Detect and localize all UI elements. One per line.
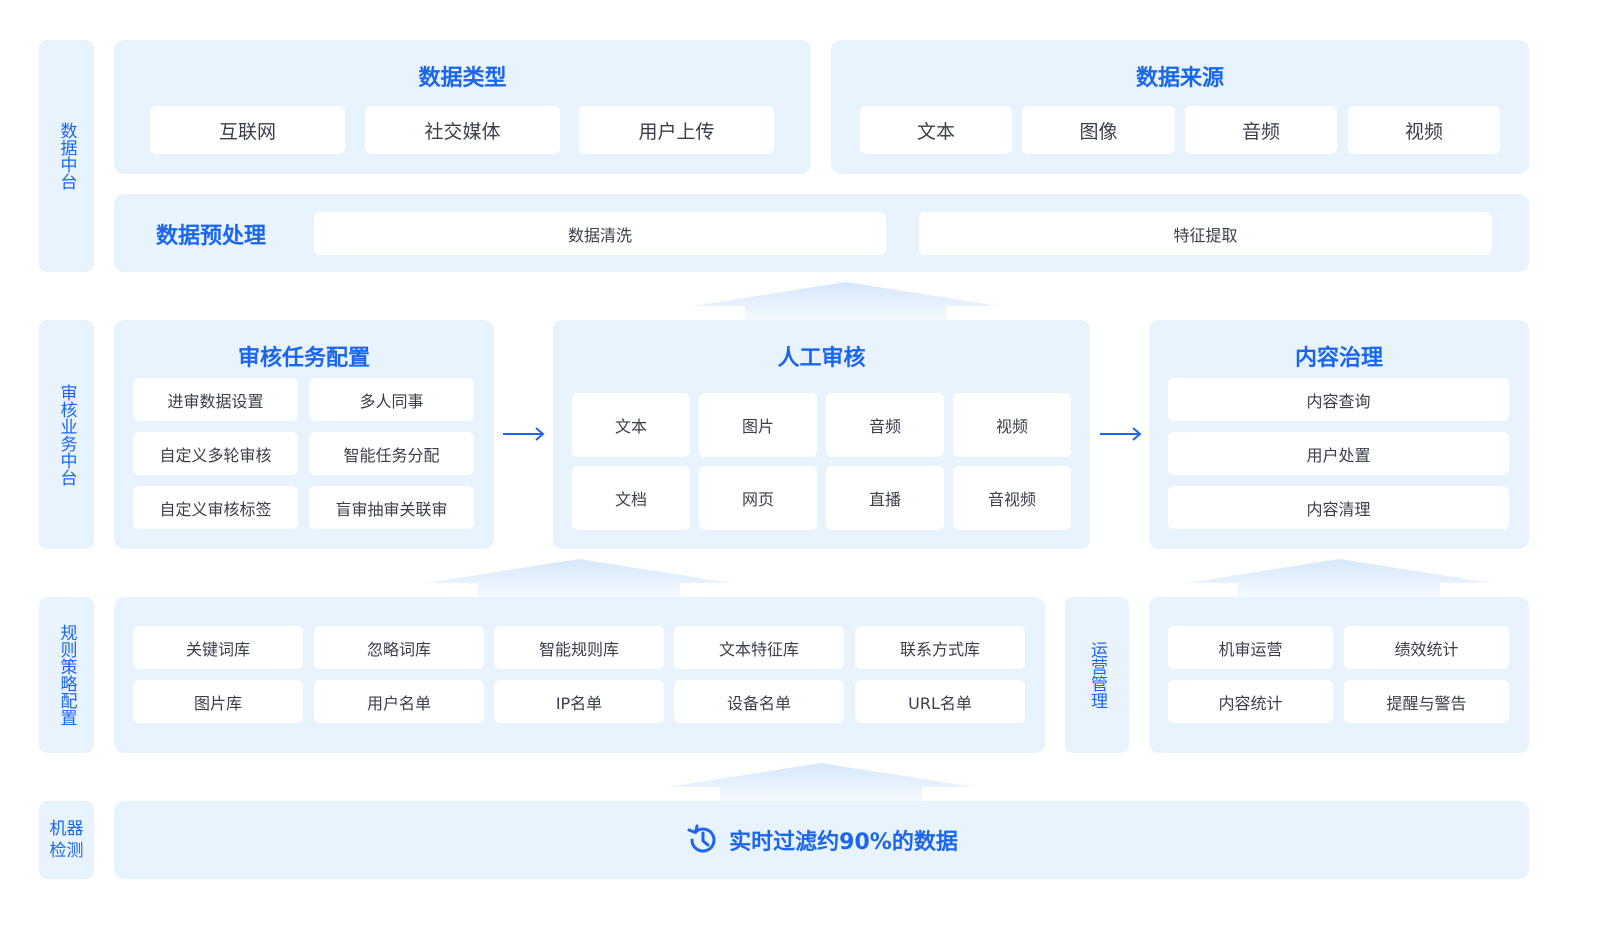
- chip-ops: 机审运营: [1168, 626, 1333, 669]
- side-label-ops-manage: 运营管理: [1065, 597, 1129, 753]
- chip-review: 音频: [826, 393, 944, 457]
- chip-rule: 联系方式库: [855, 626, 1025, 669]
- side-label-text: 运营管理: [1087, 641, 1107, 709]
- chip-data-source: 图像: [1022, 106, 1175, 154]
- side-label-text: 机器检测: [49, 819, 84, 861]
- chip-ops: 内容统计: [1168, 680, 1333, 723]
- chip-task: 盲审抽审关联审: [309, 486, 474, 529]
- panel-title: 数据类型: [418, 66, 507, 91]
- side-label-text: 数据中台: [56, 122, 77, 190]
- chip-preprocess: 特征提取: [919, 212, 1492, 255]
- panel-rules: 关键词库 忽略词库 智能规则库 文本特征库 联系方式库 图片库 用户名单 IP名…: [114, 597, 1045, 753]
- panel-task-config: 审核任务配置 进审数据设置 多人同事 自定义多轮审核 智能任务分配 自定义审核标…: [114, 320, 494, 549]
- chip-review: 文档: [572, 466, 690, 530]
- chip-governance: 用户处置: [1168, 432, 1509, 475]
- chip-review: 音视频: [953, 466, 1071, 530]
- panel-data-source: 数据来源 文本 图像 音频 视频: [831, 40, 1529, 174]
- chip-review: 网页: [699, 466, 817, 530]
- history-clock-icon: [687, 824, 716, 853]
- side-label-text: 规则策略配置: [56, 624, 77, 726]
- panel-title: 审核任务配置: [237, 346, 370, 371]
- up-arrow-icon: [693, 282, 999, 320]
- chip-rule: IP名单: [494, 680, 664, 723]
- chip-preprocess: 数据清洗: [314, 212, 886, 255]
- chip-rule: 用户名单: [314, 680, 484, 723]
- chip-data-type: 互联网: [150, 106, 345, 154]
- chip-rule: 图片库: [133, 680, 303, 723]
- panel-content-governance: 内容治理 内容查询 用户处置 内容清理: [1149, 320, 1529, 549]
- panel-data-type: 数据类型 互联网 社交媒体 用户上传: [114, 40, 811, 174]
- right-arrow-icon: [1100, 427, 1142, 441]
- panel-manual-review: 人工审核 文本 图片 音频 视频 文档 网页 直播 音视频: [553, 320, 1090, 549]
- chip-task: 自定义多轮审核: [133, 432, 298, 475]
- chip-governance: 内容查询: [1168, 378, 1509, 421]
- chip-data-type: 社交媒体: [365, 106, 560, 154]
- right-arrow-icon: [503, 427, 545, 441]
- up-arrow-icon: [1186, 559, 1492, 597]
- chip-review: 视频: [953, 393, 1071, 457]
- chip-rule: URL名单: [855, 680, 1025, 723]
- panel-machine-detect: 实时过滤约90%的数据: [114, 801, 1529, 879]
- chip-data-source: 音频: [1185, 106, 1337, 154]
- chip-rule: 忽略词库: [314, 626, 484, 669]
- chip-rule: 设备名单: [674, 680, 844, 723]
- up-arrow-icon: [426, 559, 732, 597]
- side-label-text: 审核业务中台: [56, 383, 77, 486]
- side-label-machine-detect: 机器检测: [39, 801, 94, 879]
- chip-task: 自定义审核标签: [133, 486, 298, 529]
- chip-governance: 内容清理: [1168, 486, 1509, 529]
- chip-ops: 绩效统计: [1344, 626, 1509, 669]
- chip-rule: 文本特征库: [674, 626, 844, 669]
- side-label-data-platform: 数据中台: [39, 40, 94, 272]
- side-label-review-platform: 审核业务中台: [39, 320, 94, 549]
- machine-banner-text: 实时过滤约90%的数据: [729, 830, 958, 855]
- chip-data-source: 视频: [1348, 106, 1500, 154]
- chip-task: 进审数据设置: [133, 378, 298, 421]
- panel-title: 人工审核: [777, 346, 866, 371]
- chip-ops: 提醒与警告: [1344, 680, 1509, 723]
- panel-title: 数据来源: [1135, 66, 1224, 91]
- chip-review: 图片: [699, 393, 817, 457]
- panel-ops: 机审运营 绩效统计 内容统计 提醒与警告: [1149, 597, 1529, 753]
- chip-review: 文本: [572, 393, 690, 457]
- chip-rule: 关键词库: [133, 626, 303, 669]
- panel-title: 数据预处理: [156, 224, 267, 249]
- chip-data-type: 用户上传: [579, 106, 774, 154]
- chip-task: 智能任务分配: [309, 432, 474, 475]
- panel-preprocess: 数据预处理 数据清洗 特征提取: [114, 194, 1529, 272]
- chip-data-source: 文本: [860, 106, 1012, 154]
- panel-title: 内容治理: [1294, 346, 1383, 371]
- up-arrow-icon: [668, 763, 974, 801]
- chip-review: 直播: [826, 466, 944, 530]
- chip-task: 多人同事: [309, 378, 474, 421]
- side-label-rule-config: 规则策略配置: [39, 597, 94, 753]
- chip-rule: 智能规则库: [494, 626, 664, 669]
